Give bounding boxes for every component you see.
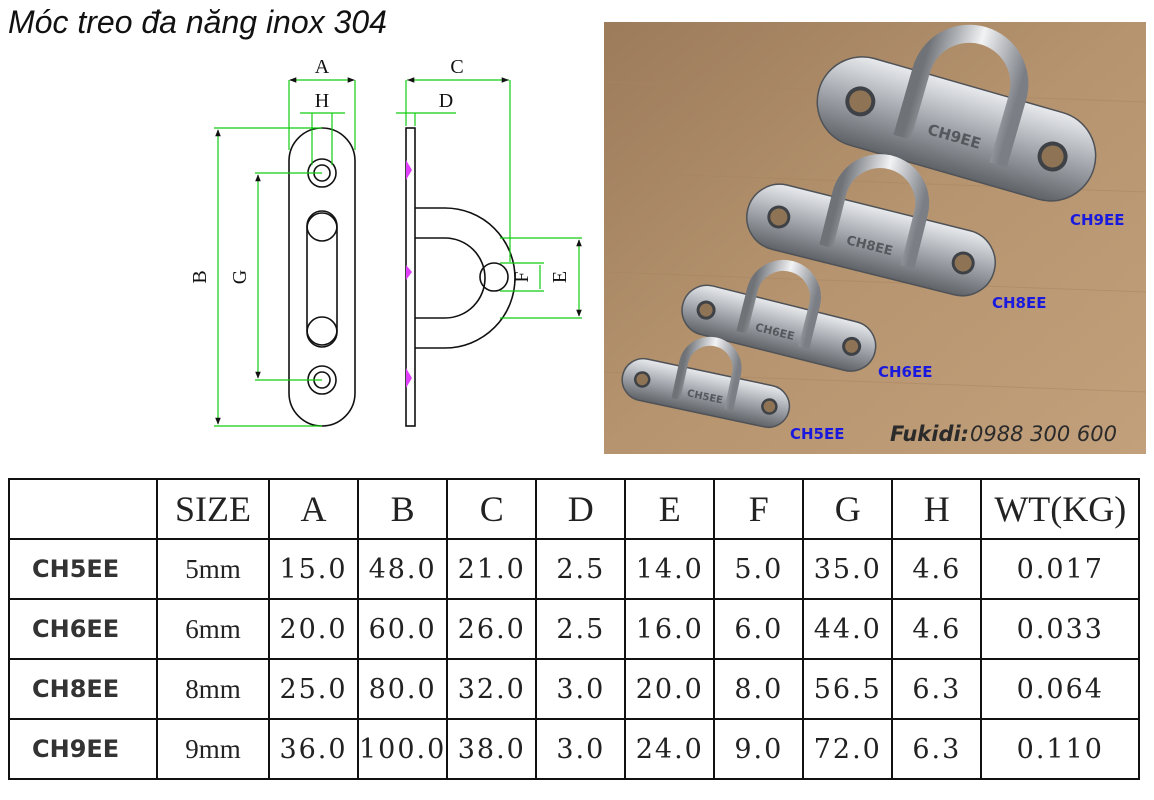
table-row: CH6EE 6mm 20.0 60.0 26.0 2.5 16.0 6.0 44… <box>8 598 1141 660</box>
label-ch9ee: CH9EE <box>1070 211 1125 229</box>
cell-c: 21.0 <box>446 538 538 600</box>
header-h: H <box>891 478 983 540</box>
cell-g: 35.0 <box>802 538 894 600</box>
cell-weight: 0.033 <box>980 598 1141 660</box>
cell-size: 9mm <box>156 718 270 780</box>
cell-e: 20.0 <box>624 658 716 720</box>
table-row: CH8EE 8mm 25.0 80.0 32.0 3.0 20.0 8.0 56… <box>8 658 1141 720</box>
cell-h: 4.6 <box>891 538 983 600</box>
header-size: SIZE <box>156 478 270 540</box>
cell-c: 32.0 <box>446 658 538 720</box>
dim-label-b: B <box>189 270 211 283</box>
header-e: E <box>624 478 716 540</box>
cell-f: 6.0 <box>713 598 805 660</box>
phone-number: 0988 300 600 <box>970 422 1117 446</box>
cell-size: 6mm <box>156 598 270 660</box>
cell-f: 8.0 <box>713 658 805 720</box>
cell-a: 15.0 <box>268 538 359 600</box>
header-c: C <box>446 478 538 540</box>
label-ch5ee: CH5EE <box>790 425 845 443</box>
cell-a: 20.0 <box>268 598 359 660</box>
cell-g: 56.5 <box>802 658 894 720</box>
cell-b: 100.0 <box>356 718 449 780</box>
cell-g: 44.0 <box>802 598 894 660</box>
label-ch6ee: CH6EE <box>878 363 933 381</box>
dim-label-g: G <box>229 270 251 284</box>
hook-ch8ee: CH8EE <box>746 154 996 297</box>
cell-a: 25.0 <box>268 658 359 720</box>
hook-ch9ee: CH9EE <box>816 24 1097 202</box>
side-markers <box>406 160 412 388</box>
cell-d: 3.0 <box>535 718 627 780</box>
technical-drawing: A H B G C D F E <box>189 56 582 427</box>
cell-model: CH9EE <box>8 718 158 780</box>
cell-model: CH6EE <box>8 598 158 660</box>
cell-size: 8mm <box>156 658 270 720</box>
table-row: CH5EE 5mm 15.0 48.0 21.0 2.5 14.0 5.0 35… <box>8 538 1141 600</box>
header-b: B <box>356 478 449 540</box>
cell-size: 5mm <box>156 538 270 600</box>
dim-label-c: C <box>450 56 463 78</box>
cell-model: CH8EE <box>8 658 158 720</box>
cell-b: 80.0 <box>356 658 449 720</box>
side-view <box>405 127 516 427</box>
hook-ch5ee: CH5EE <box>621 336 791 429</box>
hook-ch6ee: CH6EE <box>681 259 877 372</box>
cell-weight: 0.110 <box>980 718 1141 780</box>
table-header-row: SIZE A B C D E F G H WT(KG) <box>8 478 1141 540</box>
cell-f: 9.0 <box>713 718 805 780</box>
dim-label-f: F <box>511 271 533 282</box>
brand-name: Fukidi: <box>890 422 969 446</box>
header-model <box>8 478 158 540</box>
cell-g: 72.0 <box>802 718 894 780</box>
spec-table: SIZE A B C D E F G H WT(KG) CH5EE 5mm 15… <box>8 478 1141 780</box>
cell-weight: 0.064 <box>980 658 1141 720</box>
label-ch8ee: CH8EE <box>992 294 1047 312</box>
header-a: A <box>268 478 359 540</box>
cell-d: 2.5 <box>535 598 627 660</box>
header-f: F <box>713 478 805 540</box>
cell-c: 38.0 <box>446 718 538 780</box>
cell-model: CH5EE <box>8 538 158 600</box>
header-weight: WT(KG) <box>980 478 1141 540</box>
cell-f: 5.0 <box>713 538 805 600</box>
cell-e: 24.0 <box>624 718 716 780</box>
cell-h: 6.3 <box>891 658 983 720</box>
cell-a: 36.0 <box>268 718 359 780</box>
side-arrows <box>407 77 582 317</box>
dim-label-h: H <box>315 90 329 112</box>
cell-weight: 0.017 <box>980 538 1141 600</box>
cell-d: 3.0 <box>535 658 627 720</box>
cell-b: 48.0 <box>356 538 449 600</box>
cell-b: 60.0 <box>356 598 449 660</box>
page-title: Móc treo đa năng inox 304 <box>8 4 387 40</box>
side-dimensions <box>396 79 582 319</box>
header-d: D <box>535 478 627 540</box>
cell-d: 2.5 <box>535 538 627 600</box>
product-photo: CH9EE CH8EE CH6EE CH5EE CH9EE CH8EE CH6E… <box>604 22 1146 454</box>
cell-e: 14.0 <box>624 538 716 600</box>
front-dimensions <box>214 79 356 427</box>
cell-h: 6.3 <box>891 718 983 780</box>
table-row: CH9EE 9mm 36.0 100.0 38.0 3.0 24.0 9.0 7… <box>8 718 1141 780</box>
cell-h: 4.6 <box>891 598 983 660</box>
dim-label-d: D <box>439 90 453 112</box>
cell-e: 16.0 <box>624 598 716 660</box>
header-g: G <box>802 478 894 540</box>
cell-c: 26.0 <box>446 598 538 660</box>
dim-label-e: E <box>549 271 571 283</box>
front-arrows <box>215 77 355 425</box>
dim-label-a: A <box>315 56 330 78</box>
